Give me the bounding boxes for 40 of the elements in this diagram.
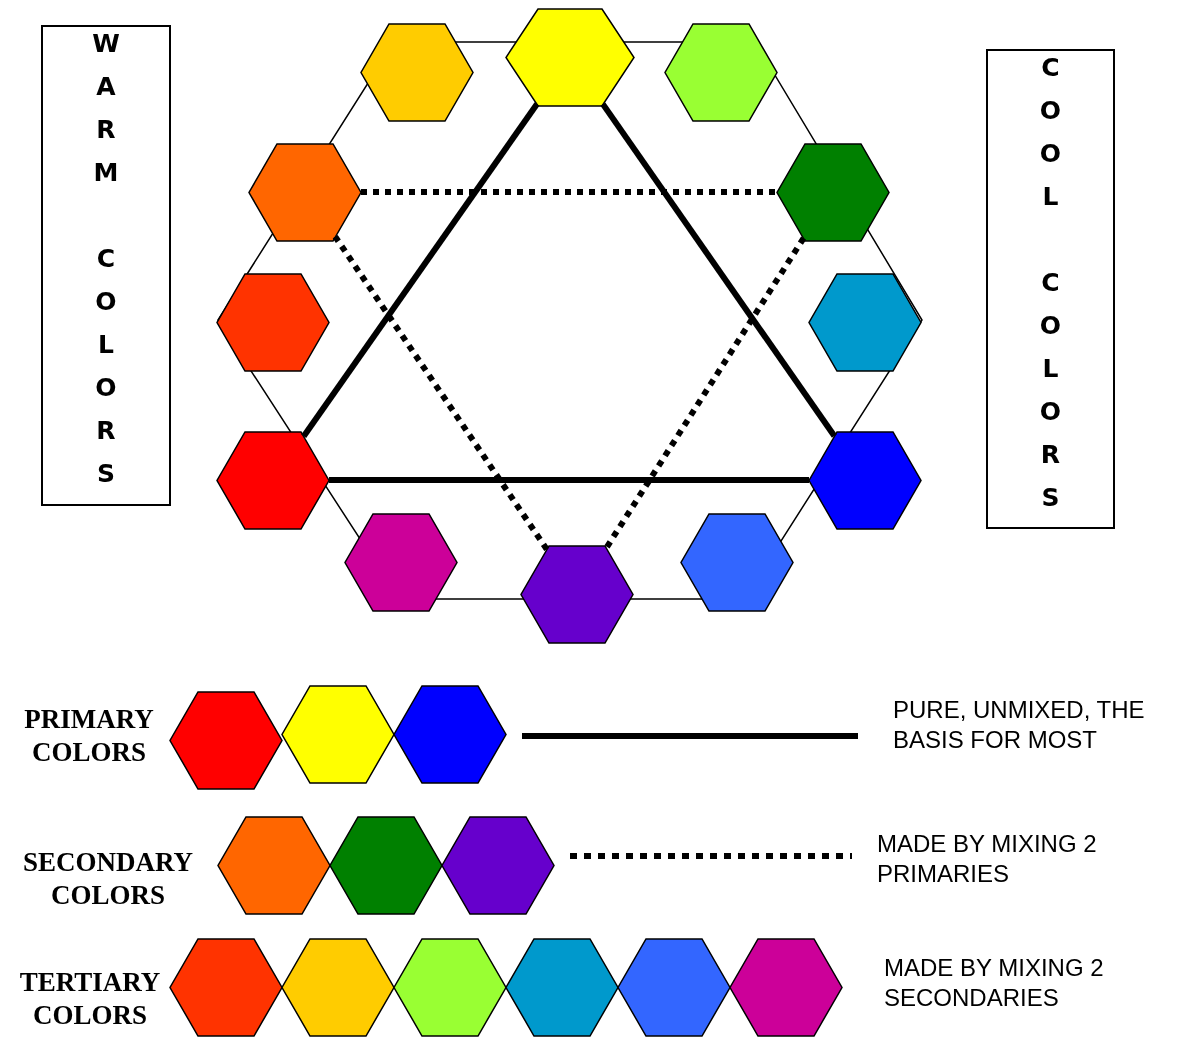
color-hexagon xyxy=(506,8,634,106)
color-hexagon xyxy=(777,143,889,241)
dotted-line xyxy=(603,236,807,550)
color-hexagon xyxy=(282,938,394,1036)
color-hexagon xyxy=(618,938,730,1036)
label-box xyxy=(41,25,171,506)
box-label: WARM COLORS xyxy=(93,29,119,502)
color-hexagon xyxy=(809,431,921,529)
color-hexagon xyxy=(730,938,842,1036)
color-hexagon xyxy=(394,938,506,1036)
color-hexagon xyxy=(170,691,282,789)
color-hexagon xyxy=(809,273,921,371)
label-box xyxy=(986,49,1115,529)
description-text: PURE, UNMIXED, THE BASIS FOR MOST xyxy=(893,695,1146,755)
color-hexagon xyxy=(170,938,282,1036)
row-heading: PRIMARY COLORS xyxy=(23,703,155,769)
color-hexagon xyxy=(681,513,793,611)
dotted-line xyxy=(332,235,550,551)
color-hexagon xyxy=(665,23,777,121)
color-hexagon xyxy=(217,273,329,371)
description-text: MADE BY MIXING 2 PRIMARIES xyxy=(877,829,1098,889)
color-hexagon xyxy=(442,816,554,914)
triangle-line xyxy=(329,477,809,483)
dotted-line xyxy=(361,189,777,195)
color-hexagon xyxy=(218,816,330,914)
box-label: COOL COLORS xyxy=(1038,52,1063,526)
color-hexagon xyxy=(506,938,618,1036)
color-hexagon xyxy=(217,431,329,529)
row-heading: TERTIARY COLORS xyxy=(18,966,162,1032)
color-hexagon xyxy=(330,816,442,914)
color-hexagon xyxy=(521,545,633,643)
color-hexagon xyxy=(361,23,473,121)
row-heading: SECONDARY COLORS xyxy=(21,846,195,912)
triangle-line xyxy=(600,102,837,438)
triangle-line xyxy=(301,102,540,438)
color-hexagon xyxy=(345,513,457,611)
description-text: MADE BY MIXING 2 SECONDARIES xyxy=(884,953,1105,1013)
color-hexagon xyxy=(249,143,361,241)
color-hexagon xyxy=(282,685,394,783)
color-hexagon xyxy=(394,685,506,783)
